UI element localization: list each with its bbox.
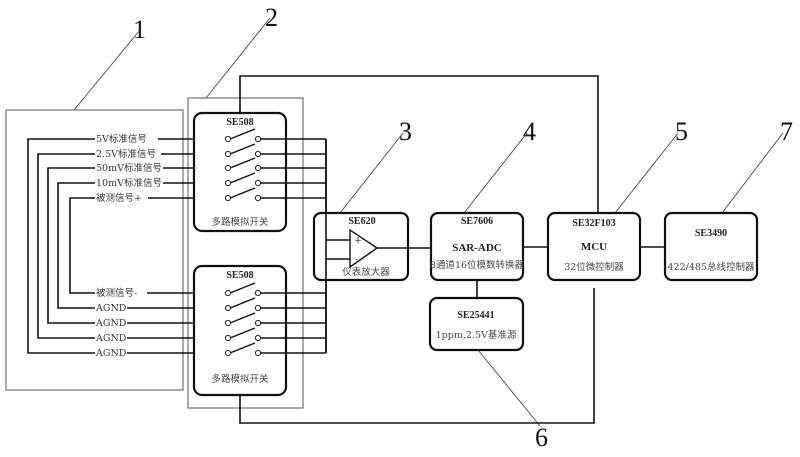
switch-pin-icon [224, 349, 232, 357]
top-mux-input-labels: 5V标准信号 2.5V标准信号 50mV标准信号 10mV标准信号 被测信号+ [95, 132, 163, 204]
label-5v: 5V标准信号 [96, 133, 147, 145]
callout-3: 3 [399, 117, 412, 146]
control-bus-top [239, 75, 599, 213]
adc-chip: SE7606 [461, 216, 493, 227]
leader-1 [73, 29, 141, 111]
mux-bottom-box [192, 264, 288, 397]
loop-10mv [57, 182, 96, 309]
bus-controller-box [663, 211, 759, 282]
loop-5v [27, 138, 96, 354]
label-measured-minus: 被测信号- [96, 287, 137, 299]
switch-pin-icon [224, 164, 232, 172]
loop-measured [69, 197, 96, 294]
switch-pin-icon [224, 319, 232, 327]
label-10mv: 10mV标准信号 [96, 177, 162, 189]
switch-pin-icon [224, 334, 232, 342]
mux-top-box [192, 111, 288, 233]
analog-switch-icon [224, 172, 262, 187]
callout-7: 7 [780, 117, 793, 146]
label-agnd-3: AGND [95, 333, 127, 344]
op-amp-icon [349, 228, 379, 269]
bus-label: 422/485总线控制器 [668, 261, 755, 273]
leader-7 [721, 132, 784, 214]
analog-switch-icon [224, 128, 262, 143]
bus-chip: SE3490 [695, 228, 727, 239]
control-bus-bottom [239, 288, 595, 424]
leader-5 [614, 132, 679, 214]
switch-pin-icon [224, 150, 232, 158]
amp-plus-sign: + [354, 235, 362, 246]
signal-source-group [5, 109, 184, 391]
analog-switch-icon [224, 282, 262, 297]
amplifier-label: 仪表放大器 [342, 266, 390, 278]
reference-label: 1ppm,2.5V基准源 [436, 329, 517, 341]
leader-6 [477, 349, 541, 427]
switch-pin-icon [224, 179, 232, 187]
amplifier-chip: SE620 [348, 216, 375, 227]
bottom-mux-input-labels: 被测信号- AGND AGND AGND AGND [95, 286, 147, 359]
mcu-chip: SE32F103 [572, 218, 615, 229]
label-agnd-4: AGND [95, 348, 127, 359]
switch-pin-icon [254, 179, 262, 187]
callout-5: 5 [675, 117, 688, 146]
switch-pin-icon [254, 304, 262, 312]
switch-pin-icon [224, 194, 232, 202]
analog-switch-icon [224, 157, 262, 172]
adc-label: 8通道16位模数转换器 [430, 259, 525, 271]
mux-group [187, 97, 304, 409]
switch-pin-icon [224, 304, 232, 312]
callout-6: 6 [535, 423, 548, 452]
reference-box [428, 296, 525, 352]
analog-switch-icon [224, 143, 262, 158]
mcu-label: 32位微控制器 [564, 261, 624, 273]
switch-pin-icon [254, 164, 262, 172]
label-2v5: 2.5V标准信号 [96, 148, 156, 160]
label-measured-plus: 被测信号+ [96, 192, 142, 204]
mux-bottom-chip: SE508 [226, 270, 253, 281]
label-50mv: 50mV标准信号 [96, 162, 162, 174]
adc-type: SAR-ADC [452, 242, 502, 254]
mux-top-chip: SE508 [226, 117, 253, 128]
leader-3 [339, 132, 404, 214]
mcu-type: MCU [581, 241, 607, 253]
reference-chip: SE25441 [457, 310, 494, 321]
mux-bottom-label: 多路模拟开关 [211, 373, 269, 385]
leader-4 [463, 132, 528, 214]
switch-pin-icon [254, 319, 262, 327]
loop-2v5 [37, 153, 96, 339]
analog-switch-icon [224, 312, 262, 327]
switch-array [224, 128, 262, 357]
switch-pin-icon [254, 194, 262, 202]
loop-50mv [47, 167, 96, 324]
analog-switch-icon [224, 187, 262, 202]
label-agnd-2: AGND [95, 318, 127, 329]
switch-pin-icon [224, 135, 232, 143]
switch-pin-icon [254, 289, 262, 297]
switch-pin-icon [224, 289, 232, 297]
switch-pin-icon [254, 150, 262, 158]
callout-1: 1 [133, 15, 146, 44]
analog-switch-icon [224, 342, 262, 357]
label-agnd-1: AGND [95, 303, 127, 314]
callout-2: 2 [265, 3, 278, 32]
amp-minus-sign: - [355, 254, 358, 265]
mux-top-label: 多路模拟开关 [211, 216, 269, 228]
switch-pin-icon [254, 334, 262, 342]
callout-4: 4 [523, 117, 536, 146]
leader-2 [205, 17, 271, 99]
switch-pin-icon [254, 349, 262, 357]
analog-switch-icon [224, 327, 262, 342]
analog-switch-icon [224, 297, 262, 312]
switch-pin-icon [254, 135, 262, 143]
